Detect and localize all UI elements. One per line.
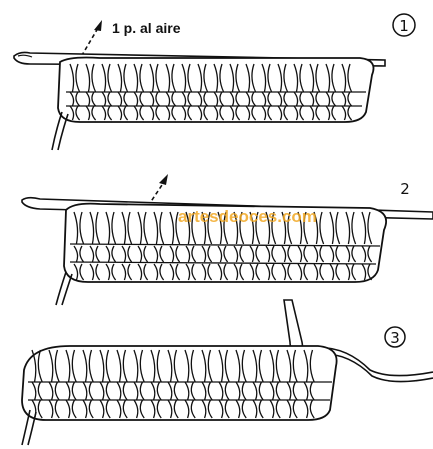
direction-arrow [148,174,168,206]
step-number-1: 1 [393,14,415,36]
watermark-logo: artesdeoces.com [178,207,317,226]
step-number-3: 3 [385,327,405,347]
svg-text:3: 3 [390,329,400,347]
step-3-panel: 3 [22,300,433,445]
step-1-panel: 1 p. al aire 1 [14,14,415,150]
annotation-label: 1 p. al aire [112,20,181,36]
step-2-panel: 2 artesdeoces.com [22,174,433,305]
step-number-2: 2 [400,180,410,198]
svg-text:1: 1 [399,17,409,35]
svg-text:2: 2 [400,180,410,198]
crochet-swatch-1 [58,58,374,123]
crochet-swatch-3 [22,346,337,420]
crochet-hook-3 [284,300,302,352]
